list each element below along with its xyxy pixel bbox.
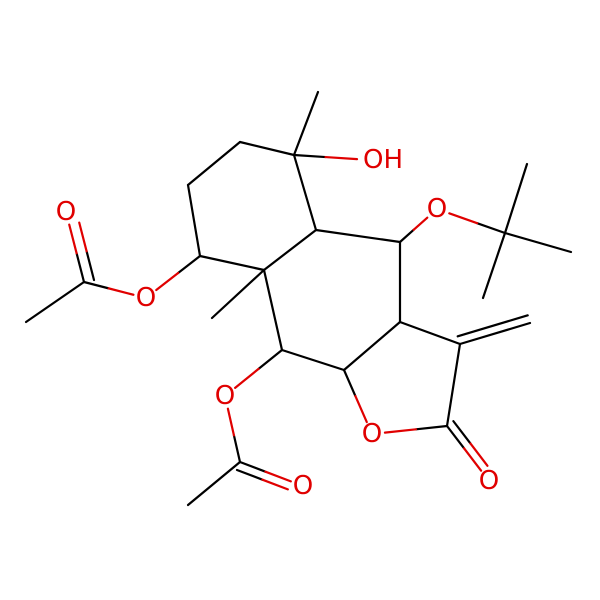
acetate2-ester-oxygen-label: O bbox=[215, 381, 235, 411]
bond-exo-methylene bbox=[458, 321, 532, 346]
bond-c5-c4a bbox=[198, 254, 266, 272]
bond-c9a-c3 bbox=[398, 320, 462, 346]
acetate2-carbonyl-oxygen-label: O bbox=[293, 471, 313, 501]
bond-methyl-top bbox=[292, 90, 320, 157]
bond-acyl2-co bbox=[238, 460, 267, 473]
acetate1-ester-oxygen-label: O bbox=[136, 283, 156, 313]
bond-acyl2-co bbox=[261, 478, 289, 491]
lactone-ring-oxygen-label: O bbox=[362, 419, 382, 449]
bond-acyl1-co bbox=[85, 250, 96, 282]
bond-c4-oester bbox=[234, 367, 260, 389]
bond-c4-oester bbox=[257, 348, 284, 371]
hydroxyl-label: OH bbox=[363, 145, 403, 175]
bond-c4a-methyl bbox=[210, 268, 266, 320]
bond-c2-oh bbox=[292, 153, 327, 159]
bond-o-cq bbox=[448, 212, 479, 225]
bond-acyl2-methyl bbox=[186, 460, 242, 507]
bond-oester-cacyl1 bbox=[82, 280, 110, 290]
bond-cq-me3 bbox=[481, 231, 507, 300]
bond-c6-c5 bbox=[186, 183, 202, 258]
bond-acyl1-methyl bbox=[24, 280, 86, 324]
bond-o-cq bbox=[476, 222, 507, 235]
bond-acyl2-co bbox=[264, 470, 292, 483]
bond-cq-me1 bbox=[503, 162, 529, 235]
bond-c9a-c4b bbox=[342, 320, 402, 372]
bond-c5-oester bbox=[177, 254, 202, 275]
bond-c1-c2 bbox=[238, 140, 296, 157]
bond-acyl1-co bbox=[68, 223, 78, 255]
bond-c4a-c8a bbox=[262, 228, 318, 272]
bond-c2l-oring bbox=[414, 424, 449, 431]
bond-lactone-co bbox=[452, 420, 472, 445]
bond-lactone-co bbox=[469, 442, 489, 467]
bond-oester-cacyl2 bbox=[226, 407, 236, 437]
bond-c2-oh bbox=[324, 155, 359, 161]
bond-c3-c2l bbox=[445, 342, 462, 428]
bond-oester-cacyl1 bbox=[107, 287, 135, 296]
bond-c9-o bbox=[412, 216, 429, 231]
bond-c9-o bbox=[398, 228, 415, 244]
bond-c8a-c9 bbox=[314, 228, 402, 244]
bond-lactone-co bbox=[445, 424, 466, 450]
bond-c4b-c4 bbox=[280, 348, 346, 372]
bond-c4b-oring bbox=[342, 368, 357, 398]
bond-acyl1-co bbox=[78, 221, 88, 253]
bond-c1-c6 bbox=[186, 140, 242, 187]
bond-c8a-c2 bbox=[292, 153, 318, 232]
bond-c4-c4a bbox=[262, 268, 284, 352]
bond-c2l-oring bbox=[383, 428, 418, 434]
bond-oester-cacyl2 bbox=[232, 434, 242, 464]
ether-oxygen-label: O bbox=[427, 194, 447, 224]
bond-lactone-co bbox=[462, 447, 483, 472]
bond-c5-oester bbox=[155, 271, 180, 292]
bond-layer bbox=[24, 90, 573, 507]
bond-c4b-oring bbox=[354, 394, 368, 424]
acetate1-carbonyl-oxygen-label: O bbox=[56, 197, 76, 227]
bond-exo-methylene bbox=[456, 314, 529, 338]
bond-acyl1-co bbox=[75, 252, 86, 284]
bond-cq-me2 bbox=[503, 231, 573, 254]
lactone-carbonyl-oxygen-label: O bbox=[479, 466, 499, 496]
bond-acyl2-co bbox=[235, 468, 264, 481]
